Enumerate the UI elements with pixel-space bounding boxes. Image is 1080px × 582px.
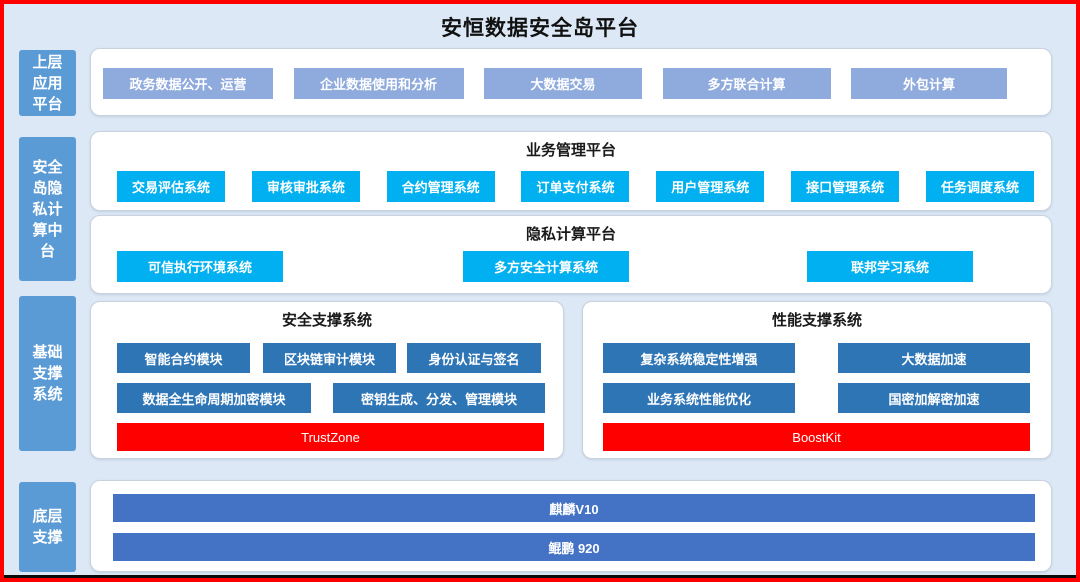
- upper-app-row: 政务数据公开、运营 企业数据使用和分析 大数据交易 多方联合计算 外包计算: [103, 68, 1007, 99]
- security-support-title: 安全支撑系统: [281, 312, 372, 329]
- performance-support-title: 性能支撑系统: [771, 312, 862, 329]
- security-module-item: 区块链审计模块: [263, 343, 396, 373]
- base-bar-kunpeng: 鲲鹏 920: [113, 533, 1035, 561]
- performance-module-item: 国密加解密加速: [838, 383, 1030, 413]
- upper-app-item: 政务数据公开、运营: [103, 68, 273, 99]
- security-module-item: 数据全生命周期加密模块: [117, 383, 311, 413]
- business-system-item: 订单支付系统: [521, 171, 630, 202]
- business-platform-title: 业务管理平台: [525, 142, 616, 159]
- performance-module-item: 复杂系统稳定性增强: [603, 343, 795, 373]
- privacy-platform-panel: 隐私计算平台 可信执行环境系统 多方安全计算系统 联邦学习系统: [90, 215, 1052, 294]
- performance-support-panel: 性能支撑系统 复杂系统稳定性增强 大数据加速 业务系统性能优化 国密加解密加速 …: [582, 301, 1052, 459]
- upper-app-item: 大数据交易: [484, 68, 642, 99]
- security-module-item: 密钥生成、分发、管理模块: [333, 383, 545, 413]
- business-system-item: 接口管理系统: [791, 171, 900, 202]
- privacy-system-item: 多方安全计算系统: [463, 251, 629, 282]
- base-bar-kirin: 麒麟V10: [113, 494, 1035, 522]
- trustzone-bar: TrustZone: [117, 423, 544, 451]
- security-support-panel: 安全支撑系统 智能合约模块 区块链审计模块 身份认证与签名 数据全生命周期加密模…: [90, 301, 564, 459]
- sidebar-label-privacy-middle: 安全岛隐私计算中台: [19, 137, 76, 281]
- bottom-edge-line: [4, 575, 1076, 578]
- sidebar-label-bottom-support: 底层支撑: [19, 482, 76, 572]
- business-system-row: 交易评估系统 审核审批系统 合约管理系统 订单支付系统 用户管理系统 接口管理系…: [117, 171, 1034, 202]
- upper-app-item: 多方联合计算: [662, 68, 831, 99]
- page-title: 安恒数据安全岛平台: [441, 17, 639, 40]
- security-module-item: 身份认证与签名: [407, 343, 541, 373]
- performance-module-item: 业务系统性能优化: [603, 383, 795, 413]
- privacy-platform-title: 隐私计算平台: [525, 226, 616, 243]
- business-system-item: 合约管理系统: [386, 171, 495, 202]
- performance-module-item: 大数据加速: [838, 343, 1030, 373]
- base-layer-panel: 麒麟V10 鲲鹏 920: [90, 480, 1052, 572]
- upper-app-item: 企业数据使用和分析: [293, 68, 464, 99]
- boostkit-bar: BoostKit: [603, 423, 1030, 451]
- business-system-item: 用户管理系统: [656, 171, 765, 202]
- upper-app-item: 外包计算: [851, 68, 1007, 99]
- sidebar-label-base-support: 基础支撑系统: [19, 296, 76, 451]
- privacy-system-item: 联邦学习系统: [807, 251, 973, 282]
- business-system-item: 审核审批系统: [251, 171, 360, 202]
- business-platform-panel: 业务管理平台 交易评估系统 审核审批系统 合约管理系统 订单支付系统 用户管理系…: [90, 131, 1052, 211]
- upper-app-panel: 政务数据公开、运营 企业数据使用和分析 大数据交易 多方联合计算 外包计算: [90, 48, 1052, 116]
- security-module-item: 智能合约模块: [117, 343, 250, 373]
- sidebar-label-upper-app: 上层应用平台: [19, 50, 76, 116]
- privacy-system-item: 可信执行环境系统: [117, 251, 283, 282]
- business-system-item: 任务调度系统: [925, 171, 1034, 202]
- business-system-item: 交易评估系统: [117, 171, 225, 202]
